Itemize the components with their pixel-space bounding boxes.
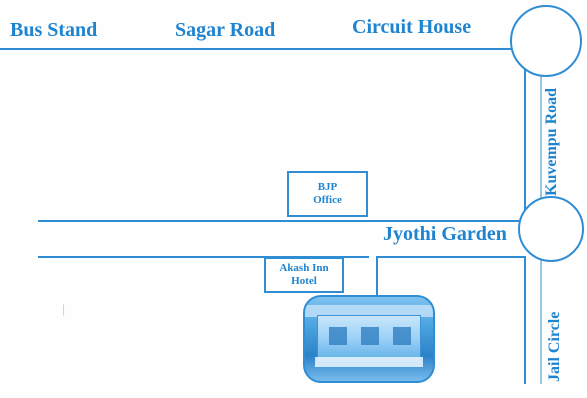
kuvempu-road-label: Kuvempu Road: [543, 87, 560, 196]
bjp-office-box: BJP Office: [287, 171, 368, 217]
hotel-photo-window-center: [361, 327, 379, 345]
hotel-photo-roof: [305, 305, 433, 317]
top-roundabout: [510, 5, 582, 77]
top-road-line: [0, 48, 513, 50]
hotel-photo-window-right: [393, 327, 411, 345]
akash-inn-line-2: Hotel: [291, 275, 317, 287]
hotel-photo-window-left: [329, 327, 347, 345]
hotel-photo-sign: [315, 357, 423, 367]
bjp-office-line-2: Office: [313, 194, 342, 206]
faint-mark-left: |: [62, 302, 66, 316]
building-connector-line: [376, 256, 378, 297]
right-road-left-line: [524, 48, 526, 221]
jail-circle-label: Jail Circle: [546, 311, 563, 382]
right-road-left-line-lower: [524, 256, 526, 384]
middle-roundabout: [518, 196, 584, 262]
middle-road-bottom-line-right: [378, 256, 525, 258]
middle-road-bottom-line: [38, 256, 369, 258]
middle-road-top-line: [38, 220, 526, 222]
akash-inn-line-1: Akash Inn: [279, 262, 329, 275]
jyothi-garden-label: Jyothi Garden: [383, 223, 507, 245]
akash-inn-hotel-box: Akash Inn Hotel: [264, 257, 344, 293]
circuit-house-label: Circuit House: [352, 16, 472, 38]
bjp-office-line-1: BJP: [317, 181, 338, 194]
hotel-photo: [303, 295, 435, 383]
bus-stand-label: Bus Stand: [10, 19, 98, 41]
sagar-road-label: Sagar Road: [175, 19, 276, 41]
